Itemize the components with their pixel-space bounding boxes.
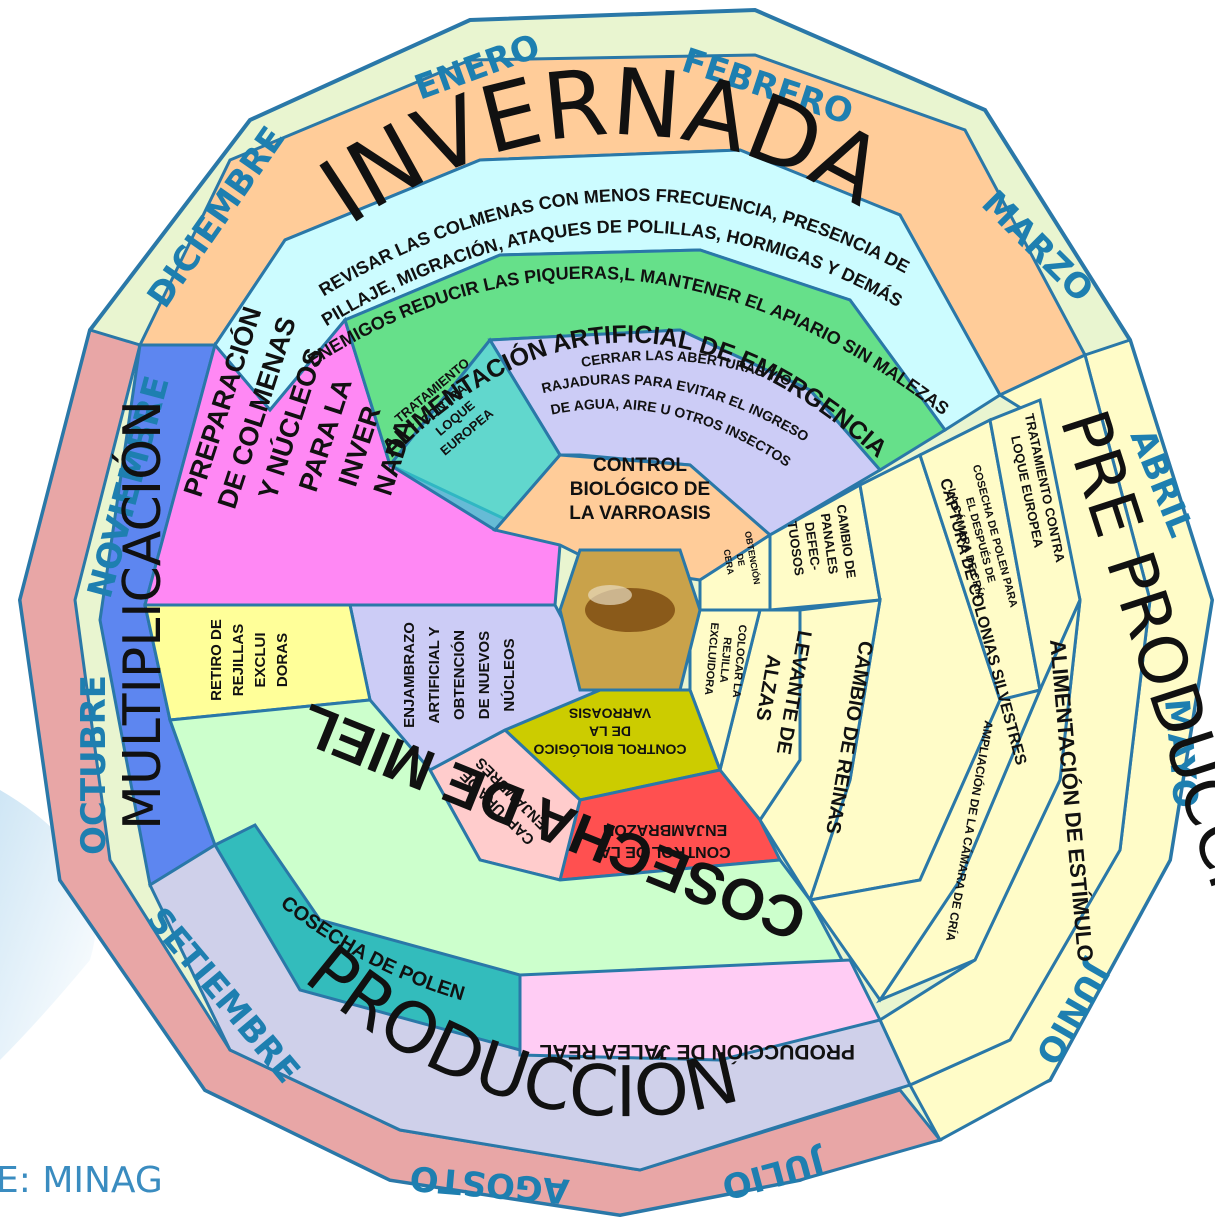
season-multiplicacion: MULTIPLICACIÓN (111, 400, 173, 830)
control-varroasis-2-line: VARROASIS (569, 705, 651, 721)
month-mayo: MAYO (1156, 697, 1205, 809)
control-varroasis-2-line: CONTROL BIOLÓGICO (533, 741, 686, 758)
cambio-panales-line: DEFEC- (802, 521, 824, 571)
source-caption: E: MINAG (0, 1160, 163, 1201)
control-enjambrazon-label: CONTROL DE LA ENJAMBRAZÓN (599, 821, 731, 860)
retiro-rejillas-line: RETIRO DE (208, 619, 225, 701)
retiro-rejillas-line: EXCLUI (252, 632, 269, 687)
control-varroasis-2-label: CONTROL BIOLÓGICO DE LA VARROASIS (533, 705, 686, 758)
enjambrazo-line: ENJAMBRAZO (401, 622, 418, 728)
month-octubre: OCTUBRE (74, 675, 114, 855)
bee-wing-icon (588, 585, 632, 605)
enjambrazo-line: NÚCLEOS (500, 638, 518, 711)
control-varroasis-2-line: DE LA (589, 723, 631, 739)
enjambrazo-label: ENJAMBRAZO ARTIFICIAL Y OBTENCIÓN DE NUEVOS… (401, 622, 518, 728)
control-enjambrazon-line: CONTROL DE LA (599, 843, 731, 860)
jalea-real-label: PRODUCCIÓN DE JALEA REAL (539, 1040, 855, 1064)
enjambrazo-line: DE NUEVOS (476, 631, 493, 719)
colocar-rejilla-line: REJILLA (717, 637, 733, 684)
retiro-rejillas-line: DORAS (274, 633, 291, 687)
retiro-rejillas-label: RETIRO DE REJILLAS EXCLUI DORAS (208, 619, 291, 701)
ampliacion-camara-segment (807, 687, 1043, 1003)
control-varroasis-line: BIOLÓGICO DE (570, 478, 710, 500)
enjambrazo-line: ARTIFICIAL Y (426, 627, 443, 724)
control-varroasis-line: CONTROL (593, 455, 687, 476)
obtencion-cera-line: CERA (722, 549, 736, 576)
obtencion-cera-line: DE (735, 553, 747, 567)
control-enjambrazon-line: ENJAMBRAZÓN (603, 821, 727, 840)
control-varroasis-line: LA VARROASIS (569, 503, 710, 524)
retiro-rejillas-line: REJILLAS (230, 624, 247, 697)
jalea-real-segment (518, 958, 883, 1062)
month-band-autumn (18, 328, 943, 1217)
enjambrazo-line: OBTENCIÓN (450, 630, 468, 720)
